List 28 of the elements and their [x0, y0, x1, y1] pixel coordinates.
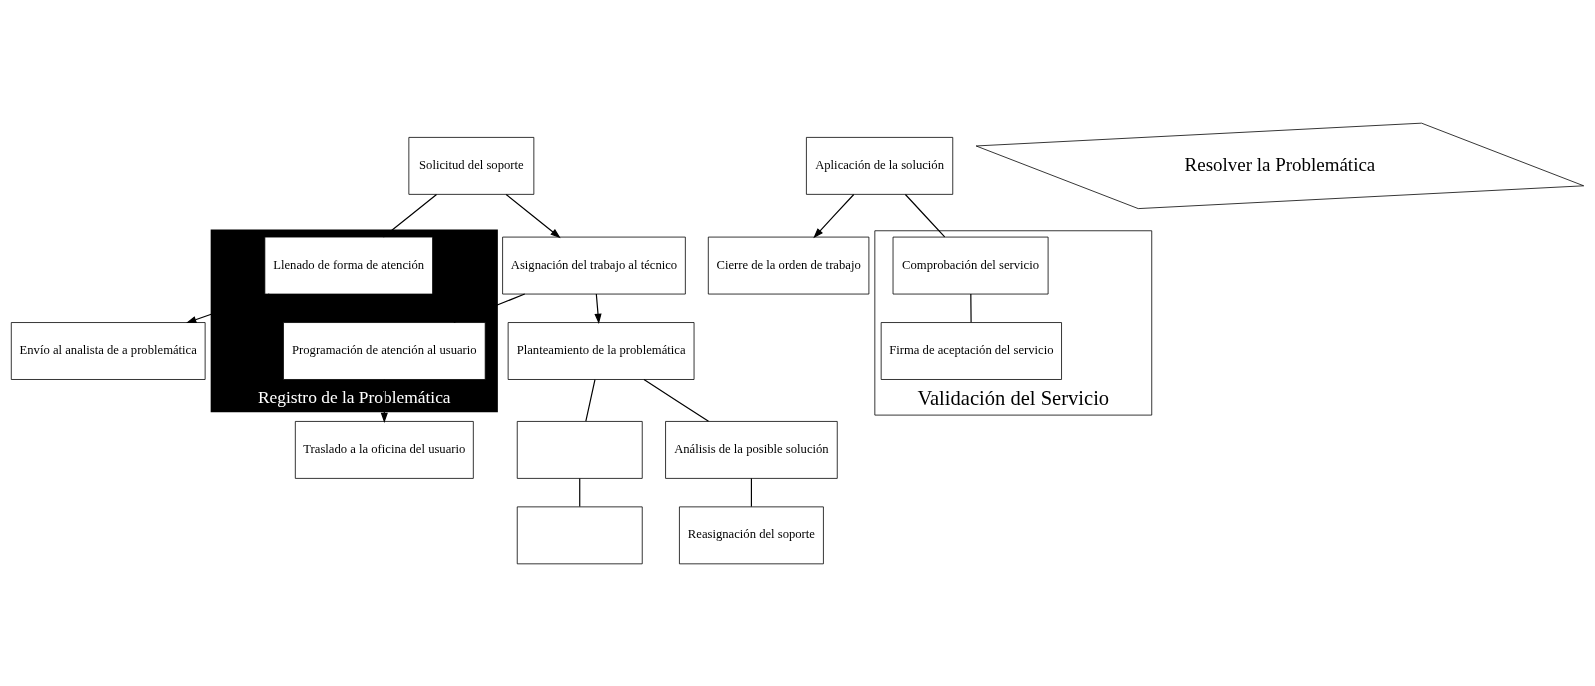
- arrow: [380, 378, 388, 423]
- node-box: [516, 420, 643, 479]
- connector: [643, 378, 710, 422]
- arrow: [186, 292, 270, 323]
- connector: [750, 477, 752, 507]
- connector: [382, 193, 438, 238]
- node-box: Envío al analista de a problemática: [10, 321, 206, 380]
- node-box: Traslado a la oficina del usuario: [294, 420, 474, 479]
- node-box: Firma de aceptación del servicio: [880, 321, 1062, 380]
- node-box: Análisis de la posible solución: [665, 420, 838, 479]
- node-box: Reasignación del soporte: [679, 505, 824, 564]
- arrow: [505, 193, 561, 238]
- node-box: [516, 505, 643, 564]
- node-box: Asignación del trabajo al técnico: [502, 236, 686, 294]
- arrow: [594, 292, 602, 324]
- connector: [453, 292, 526, 323]
- node-box: Solicitud del soporte: [408, 136, 535, 195]
- node-box: Planteamiento de la problemática: [507, 321, 695, 380]
- node-box: Comprobación del servicio: [892, 236, 1049, 294]
- arrow: [813, 193, 855, 238]
- node-box: Programación de atención al usuario: [283, 321, 486, 380]
- node-box: Llenado de forma de atención: [264, 236, 433, 294]
- connector: [585, 378, 596, 422]
- connector: [579, 477, 581, 507]
- node-box: Aplicación de la solución: [806, 136, 954, 195]
- connector: [904, 193, 946, 237]
- connector: [970, 292, 972, 323]
- node-box: Cierre de la orden de trabajo: [707, 236, 870, 294]
